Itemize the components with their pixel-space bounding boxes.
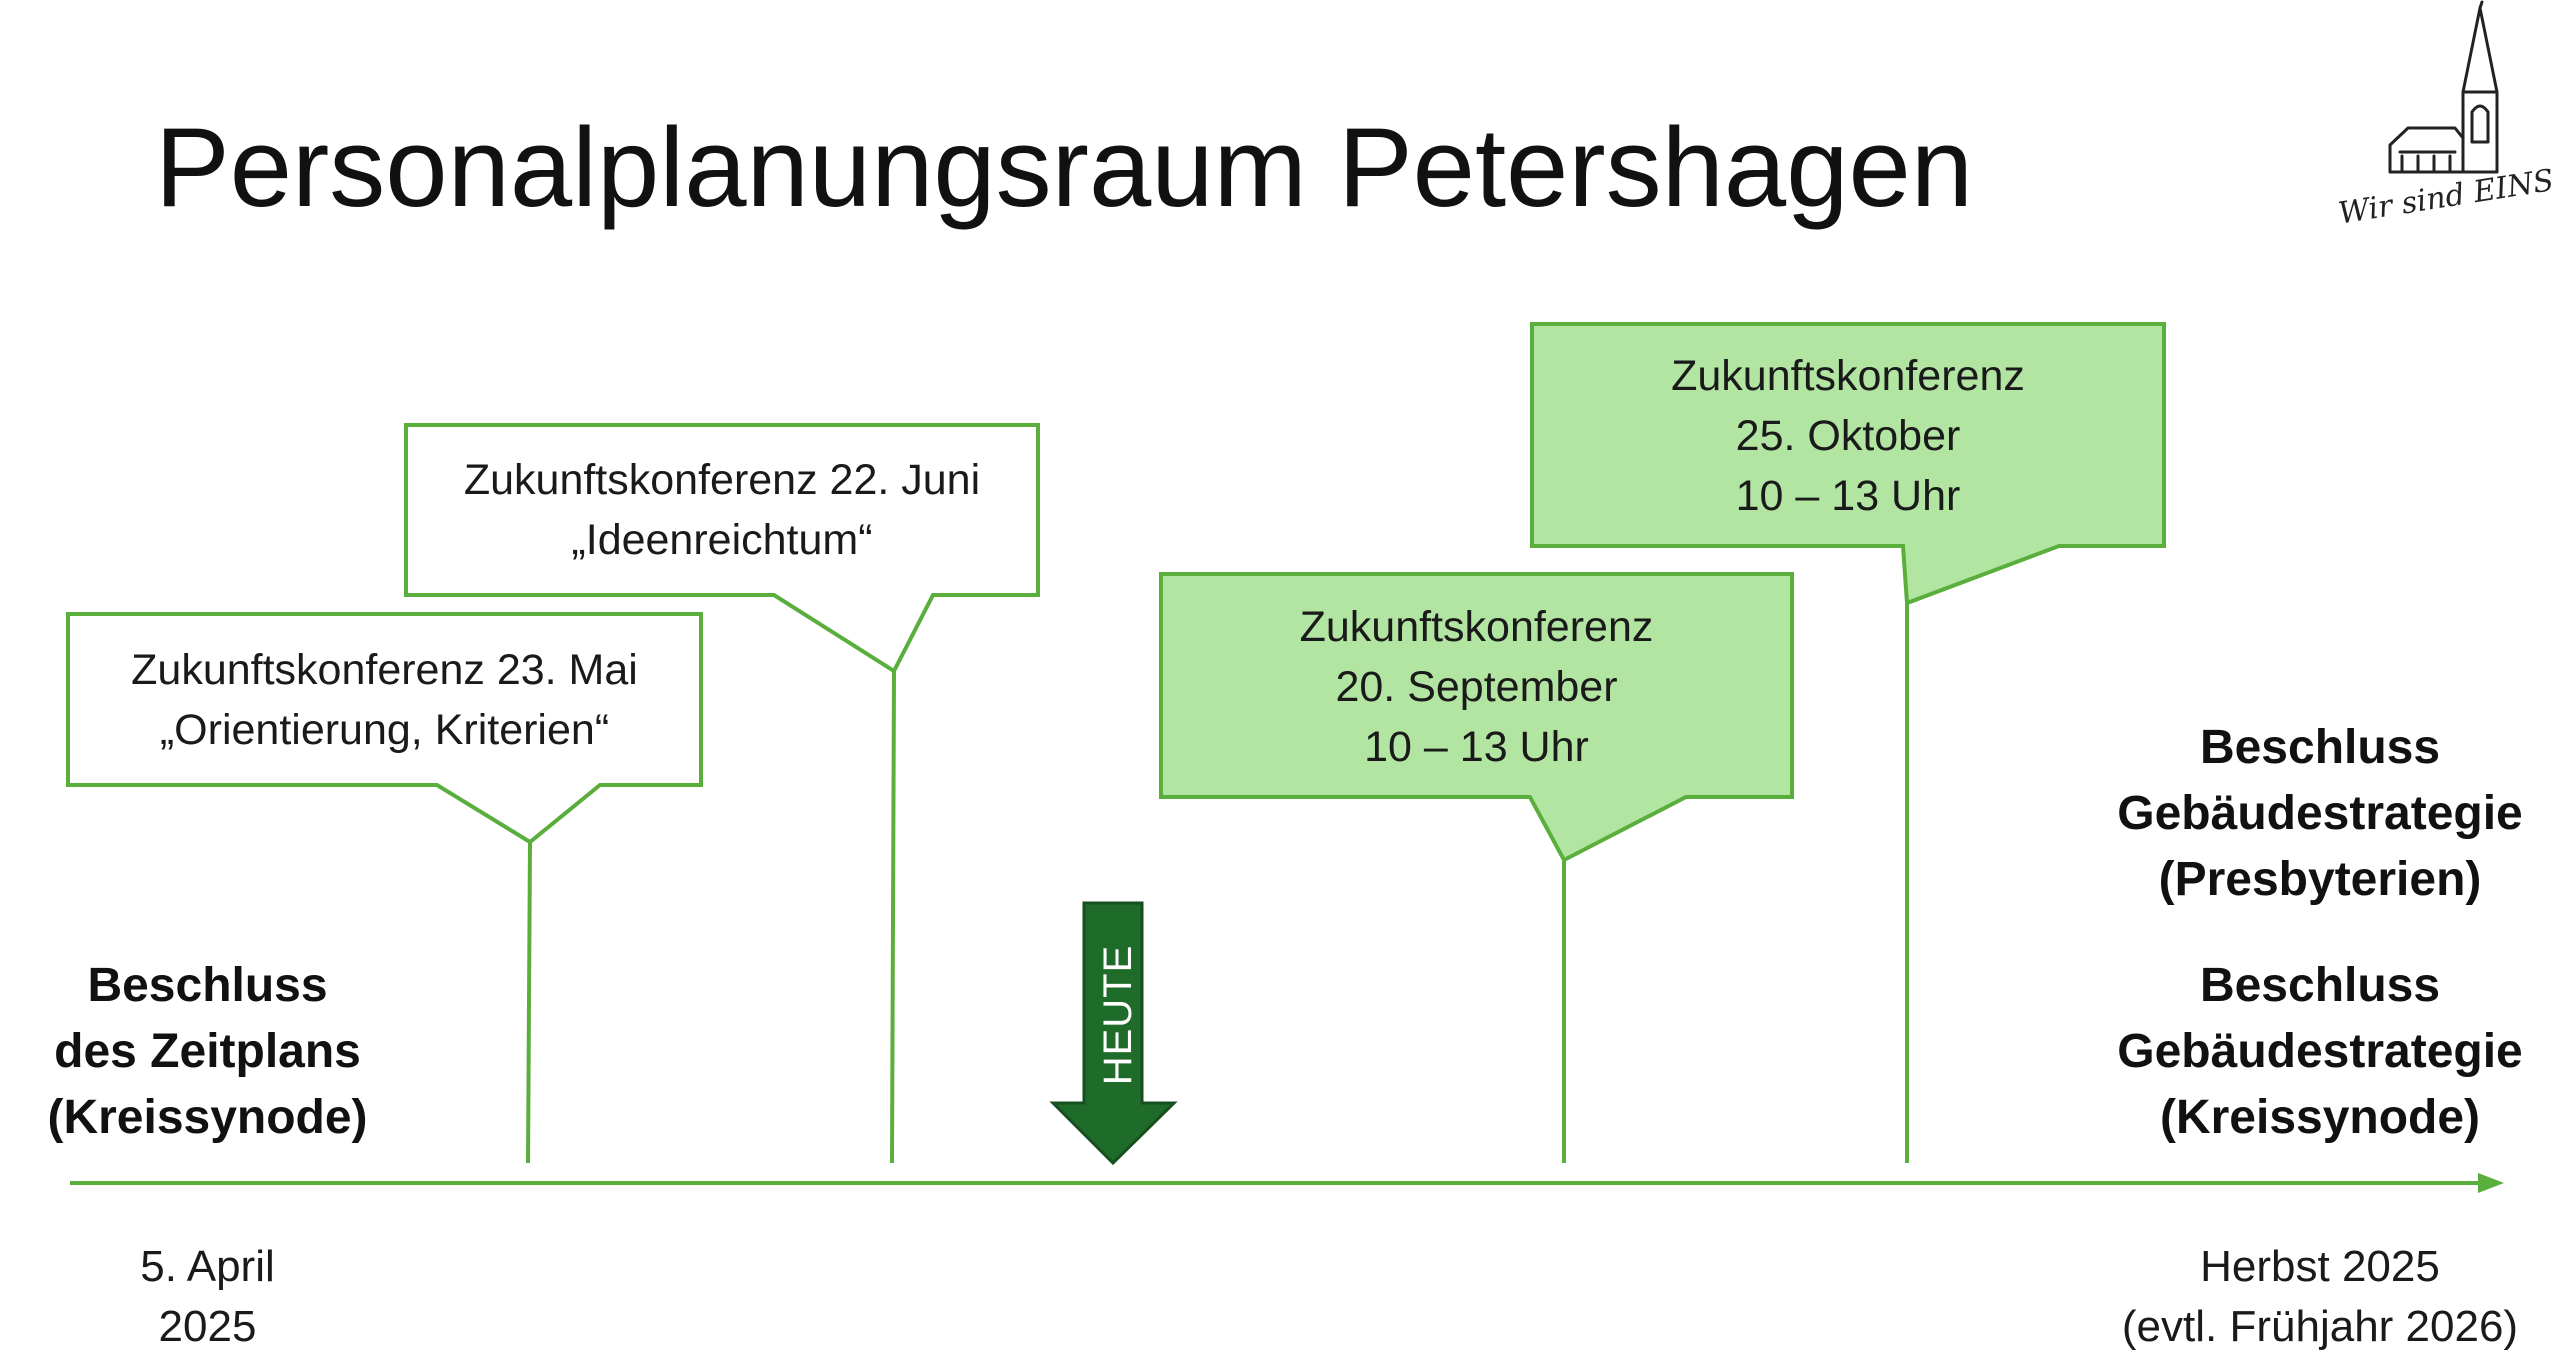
callout-title: Zukunftskonferenz 22. Juni — [463, 456, 981, 504]
callout-25-oktober-shape — [1530, 322, 2166, 1163]
end-milestone-kreissynode: Beschluss Gebäudestrategie (Kreissynode) — [2040, 953, 2560, 1151]
milestone-line: (Kreissynode) — [47, 1091, 368, 1144]
milestone-line: (Kreissynode) — [2159, 1091, 2481, 1144]
church-icon — [2388, 0, 2499, 174]
milestone-line: des Zeitplans — [54, 1025, 361, 1078]
milestone-line: Beschluss — [2199, 959, 2441, 1012]
callout-25-oktober: Zukunftskonferenz 25. Oktober 10 – 13 Uh… — [1532, 346, 2164, 526]
callout-23-mai: Zukunftskonferenz 23. Mai „Orientierung,… — [68, 640, 701, 760]
callout-date: 20. September — [1335, 663, 1618, 711]
milestone-line: Gebäudestrategie — [2117, 1025, 2523, 1078]
callout-20-september-shape — [1159, 572, 1794, 1163]
callout-title: Zukunftskonferenz — [1671, 352, 2025, 400]
callout-subtitle: „Orientierung, Kriterien“ — [159, 706, 610, 754]
today-arrow — [1049, 901, 1178, 1166]
callout-22-juni-shape — [404, 423, 1040, 1164]
callout-subtitle: „Ideenreichtum“ — [571, 516, 873, 564]
today-label: HEUTE — [1096, 944, 1140, 1086]
start-milestone: Beschluss des Zeitplans (Kreissynode) — [0, 953, 415, 1151]
callout-time: 10 – 13 Uhr — [1735, 472, 1961, 520]
milestone-line: Beschluss — [87, 959, 328, 1012]
timeline-arrowhead — [2478, 1173, 2504, 1193]
callout-22-juni: Zukunftskonferenz 22. Juni „Ideenreichtu… — [406, 450, 1038, 570]
milestone-line: Beschluss — [2199, 721, 2441, 774]
callout-20-september: Zukunftskonferenz 20. September 10 – 13 … — [1161, 597, 1792, 777]
callout-title: Zukunftskonferenz — [1299, 603, 1654, 651]
date-line: 2025 — [158, 1302, 257, 1351]
date-line: (evtl. Frühjahr 2026) — [2121, 1302, 2519, 1351]
page-title: Personalplanungsraum Petershagen — [155, 105, 1974, 230]
start-date: 5. April 2025 — [0, 1237, 415, 1357]
callout-23-mai-shape — [66, 612, 703, 1164]
callout-date: 25. Oktober — [1735, 412, 1961, 460]
milestone-line: Gebäudestrategie — [2117, 787, 2523, 840]
end-milestone-presbyterien: Beschluss Gebäudestrategie (Presbyterien… — [2040, 715, 2560, 913]
date-line: Herbst 2025 — [2200, 1242, 2440, 1291]
milestone-line: (Presbyterien) — [2158, 853, 2482, 906]
end-date: Herbst 2025 (evtl. Frühjahr 2026) — [2040, 1237, 2560, 1357]
date-line: 5. April — [140, 1242, 275, 1291]
callout-title: Zukunftskonferenz 23. Mai — [131, 646, 638, 694]
callout-time: 10 – 13 Uhr — [1364, 723, 1589, 771]
